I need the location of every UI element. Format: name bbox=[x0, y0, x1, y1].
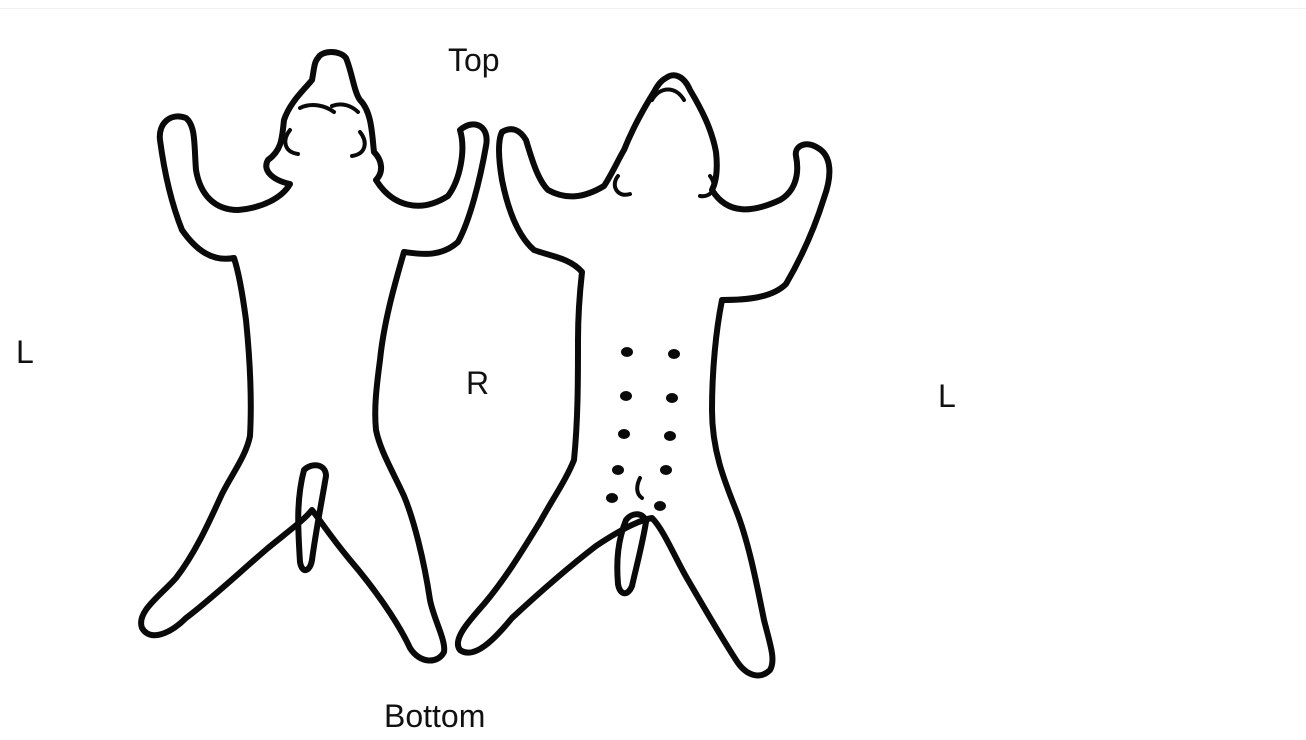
ventral-spot-1 bbox=[621, 347, 633, 357]
ventral-genital-mark bbox=[637, 478, 642, 498]
dorsal-view-figure bbox=[141, 52, 487, 661]
left-side-label-ventral: L bbox=[938, 380, 956, 412]
dorsal-eye-right bbox=[332, 104, 358, 112]
ventral-body-outline bbox=[458, 75, 830, 675]
right-side-label: R bbox=[466, 367, 489, 399]
dorsal-ear-right bbox=[352, 132, 365, 156]
ventral-spot-8 bbox=[660, 465, 672, 475]
ventral-spot-2 bbox=[668, 349, 680, 359]
ventral-spot-4 bbox=[666, 393, 678, 403]
dorsal-ear-left bbox=[285, 130, 298, 154]
bottom-label: Bottom bbox=[384, 700, 485, 732]
dorsal-body-outline bbox=[141, 52, 487, 661]
ventral-spot-7 bbox=[612, 465, 624, 475]
ventral-forepaw-left-mark bbox=[615, 176, 630, 195]
ventral-view-figure bbox=[458, 75, 830, 675]
top-label: Top bbox=[448, 44, 500, 76]
ventral-spot-3 bbox=[620, 391, 632, 401]
dorsal-eye-left bbox=[300, 105, 334, 112]
ventral-spot-9 bbox=[606, 493, 618, 503]
ventral-spot-6 bbox=[664, 431, 676, 441]
ventral-spot-5 bbox=[618, 429, 630, 439]
left-side-label: L bbox=[16, 336, 34, 368]
ventral-spot-10 bbox=[654, 501, 666, 511]
